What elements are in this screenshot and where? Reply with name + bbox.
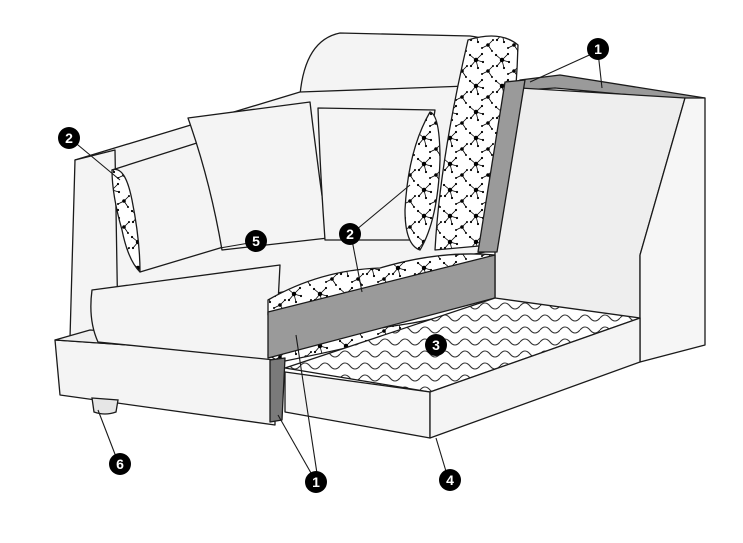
svg-text:2: 2 (65, 130, 73, 146)
callout-1b: 1 (305, 471, 327, 493)
svg-text:2: 2 (346, 226, 354, 242)
svg-text:1: 1 (312, 474, 320, 490)
sofa-foot (92, 398, 118, 414)
callout-3: 3 (425, 334, 447, 356)
callout-5: 5 (245, 230, 267, 252)
callout-4: 4 (439, 469, 461, 491)
callout-2a: 2 (58, 127, 80, 149)
callout-1a: 1 (587, 38, 609, 60)
svg-text:5: 5 (252, 233, 260, 249)
svg-text:4: 4 (446, 472, 454, 488)
svg-text:3: 3 (432, 337, 440, 353)
svg-text:6: 6 (116, 456, 124, 472)
callout-2b: 2 (339, 223, 361, 245)
svg-text:1: 1 (594, 41, 602, 57)
leader-6 (98, 410, 118, 462)
callout-6: 6 (109, 453, 131, 475)
base-frame-board (270, 358, 285, 422)
